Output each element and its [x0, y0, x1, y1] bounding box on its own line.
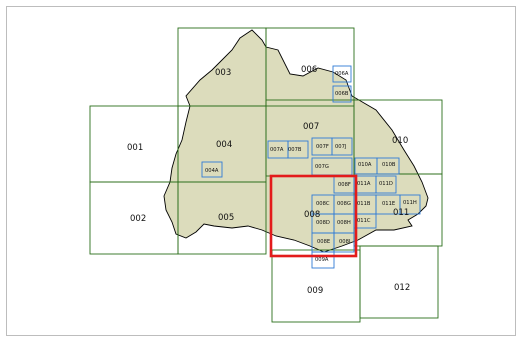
subtile-label-008H[interactable]: 008H	[337, 220, 351, 226]
subtile-label-010A[interactable]: 010A	[358, 162, 372, 168]
subtile-label-011B[interactable]: 011B	[357, 201, 371, 207]
subtile-010B[interactable]	[376, 157, 400, 175]
selected-tile-008-highlight[interactable]	[269, 174, 358, 258]
subtile-label-007J[interactable]: 007J	[335, 144, 347, 150]
subtile-label-008F[interactable]: 008F	[338, 182, 351, 188]
subtile-label-007A[interactable]: 007A	[270, 147, 284, 153]
subtile-008I[interactable]	[333, 232, 355, 253]
tile-label-007[interactable]: 007	[303, 122, 319, 132]
subtile-007B[interactable]	[287, 140, 309, 159]
subtile-label-008E[interactable]: 008E	[317, 239, 330, 245]
subtile-006B[interactable]	[332, 85, 352, 103]
subtile-label-011C[interactable]: 011C	[357, 218, 371, 224]
subtile-label-009A[interactable]: 009A	[315, 257, 329, 263]
subtile-label-007G[interactable]: 007G	[315, 164, 329, 170]
subtile-label-008I[interactable]: 008I	[339, 239, 351, 245]
tile-label-008[interactable]: 008	[304, 210, 320, 220]
subtile-label-008D[interactable]: 008D	[316, 220, 330, 226]
subtile-label-007F[interactable]: 007F	[316, 144, 329, 150]
large-tile-labels: 003 006 001 004 007 010 002 005 008 011 …	[127, 65, 410, 296]
subtile-label-011A[interactable]: 011A	[357, 181, 371, 187]
sub-tile-grid	[201, 65, 421, 269]
subtile-004A[interactable]	[201, 161, 223, 178]
tile-label-006[interactable]: 006	[301, 65, 317, 75]
subtile-006A[interactable]	[332, 65, 352, 83]
subtile-009A[interactable]	[311, 251, 335, 269]
tile-label-001[interactable]: 001	[127, 143, 143, 153]
tile-label-002[interactable]: 002	[130, 214, 146, 224]
tile-label-011[interactable]: 011	[393, 208, 409, 218]
subtile-007J[interactable]	[331, 137, 353, 156]
subtile-label-007B[interactable]: 007B	[288, 147, 302, 153]
sub-tile-labels: 004A 006A 006B 007A 007B 007F 007J 007G …	[205, 71, 417, 263]
tile-label-003[interactable]: 003	[215, 68, 231, 78]
tile-label-004[interactable]: 004	[216, 140, 232, 150]
tile-label-010[interactable]: 010	[392, 136, 408, 146]
subtile-label-011D[interactable]: 011D	[379, 181, 393, 187]
subtile-label-010B[interactable]: 010B	[382, 162, 396, 168]
subtile-label-008G[interactable]: 008G	[337, 201, 351, 207]
subtile-label-006B[interactable]: 006B	[335, 91, 349, 97]
tile-label-005[interactable]: 005	[218, 213, 234, 223]
subtile-011C[interactable]	[353, 213, 377, 229]
tile-label-012[interactable]: 012	[394, 283, 410, 293]
subtile-011D[interactable]	[375, 175, 397, 194]
subtile-label-008C[interactable]: 008C	[316, 201, 330, 207]
subtile-label-011E[interactable]: 011E	[382, 201, 395, 207]
subtile-label-006A[interactable]: 006A	[335, 71, 349, 77]
subtile-label-004A[interactable]: 004A	[205, 168, 219, 174]
tile-label-009[interactable]: 009	[307, 286, 323, 296]
subtile-011H[interactable]	[399, 194, 421, 215]
subtile-label-011H[interactable]: 011H	[403, 200, 417, 206]
